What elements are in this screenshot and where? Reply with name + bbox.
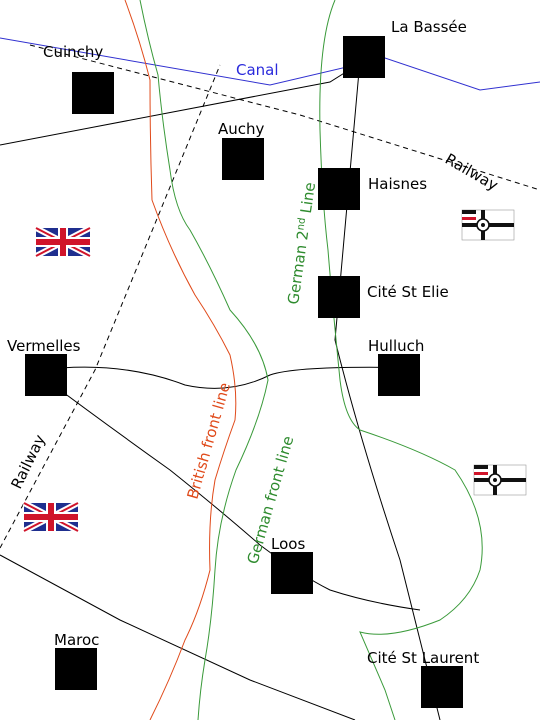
town-marker-vermelles[interactable] [25, 354, 67, 396]
town-marker-maroc[interactable] [55, 648, 97, 690]
label-cite-st-elie: Cité St Elie [367, 283, 449, 301]
road-southwest [0, 554, 356, 720]
label-maroc: Maroc [54, 631, 99, 649]
label-la-bassee: La Bassée [391, 18, 467, 36]
town-marker-cuinchy[interactable] [72, 72, 114, 114]
road-cuinchy-labassee [0, 59, 366, 146]
label-hulluch: Hulluch [368, 337, 424, 355]
railways [0, 44, 540, 549]
german-war-ensign-icon [461, 209, 515, 241]
label-vermelles: Vermelles [7, 337, 81, 355]
label-german-second-line-sup: nd [295, 217, 308, 231]
town-marker-la-bassee[interactable] [343, 36, 385, 78]
railway-top [29, 44, 540, 191]
town-markers [25, 36, 463, 708]
label-british-front-line: British front line [184, 381, 234, 502]
label-auchy: Auchy [218, 120, 265, 138]
british-front-line [124, 0, 237, 720]
road-vermelles-loos [39, 374, 421, 611]
town-marker-cite-st-laurent[interactable] [421, 666, 463, 708]
label-cite-st-laurent: Cité St Laurent [367, 649, 479, 667]
label-german-second-line: German 2nd Line [284, 181, 319, 305]
town-marker-hulluch[interactable] [378, 354, 420, 396]
label-loos: Loos [271, 535, 305, 553]
union-jack-icon [24, 503, 78, 531]
label-canal: Canal [236, 61, 279, 79]
label-german-second-line-prefix: German 2 [284, 229, 312, 305]
town-marker-cite-st-elie[interactable] [318, 276, 360, 318]
town-marker-auchy[interactable] [222, 138, 264, 180]
label-cuinchy: Cuinchy [43, 43, 103, 61]
town-marker-loos[interactable] [271, 552, 313, 594]
road-main-north-south [334, 59, 441, 720]
union-jack-icon [36, 228, 90, 256]
label-german-second-line-suffix: Line [296, 181, 319, 219]
label-railway-top: Railway [442, 150, 501, 195]
label-haisnes: Haisnes [368, 175, 427, 193]
railway-left [0, 64, 221, 549]
road-vermelles-hulluch [39, 366, 421, 389]
german-front-line [139, 0, 269, 720]
label-railway-left: Railway [7, 432, 49, 492]
german-war-ensign-icon [473, 464, 527, 496]
town-marker-haisnes[interactable] [318, 168, 360, 210]
